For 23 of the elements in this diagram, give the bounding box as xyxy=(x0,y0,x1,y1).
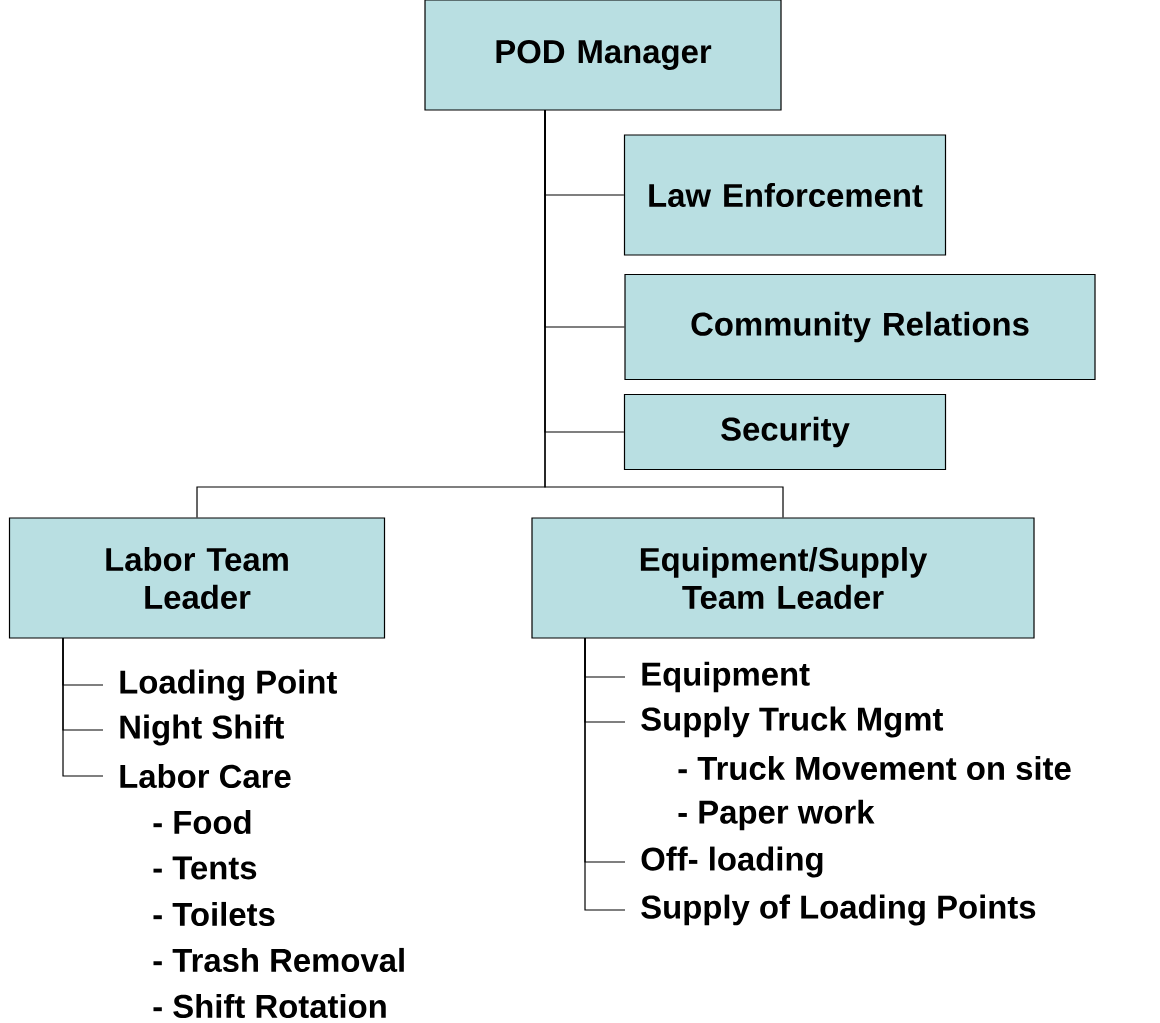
list-item: Supply Truck Mgmt xyxy=(641,706,943,738)
list-item: Labor Care xyxy=(120,763,291,789)
connector-line xyxy=(62,637,104,777)
org-box: Community Relations xyxy=(624,273,1096,381)
sub-item: - Shift Rotation xyxy=(153,993,386,1019)
org-box: Labor Team Leader xyxy=(8,517,386,639)
org-box: Equipment/Supply Team Leader xyxy=(531,517,1035,639)
sub-item: - Tents xyxy=(153,856,257,880)
connector-line xyxy=(544,109,784,518)
list-item: Equipment xyxy=(642,661,810,693)
sub-item: - Toilets xyxy=(153,901,275,927)
sub-item: - Trash Removal xyxy=(153,947,404,973)
org-box: Security xyxy=(623,393,947,471)
org-box: POD Manager xyxy=(424,0,782,111)
list-item: Night Shift xyxy=(120,714,284,746)
list-item: Loading Point xyxy=(120,669,337,701)
connector-line xyxy=(584,637,626,911)
list-item: Supply of Loading Points xyxy=(641,894,1036,926)
sub-item: - Paper work xyxy=(678,799,875,831)
sub-item: - Truck Movement on site xyxy=(678,755,1071,781)
sub-item: - Food xyxy=(153,809,251,835)
list-item: Off- loading xyxy=(641,846,823,878)
org-box: Law Enforcement xyxy=(623,134,947,256)
